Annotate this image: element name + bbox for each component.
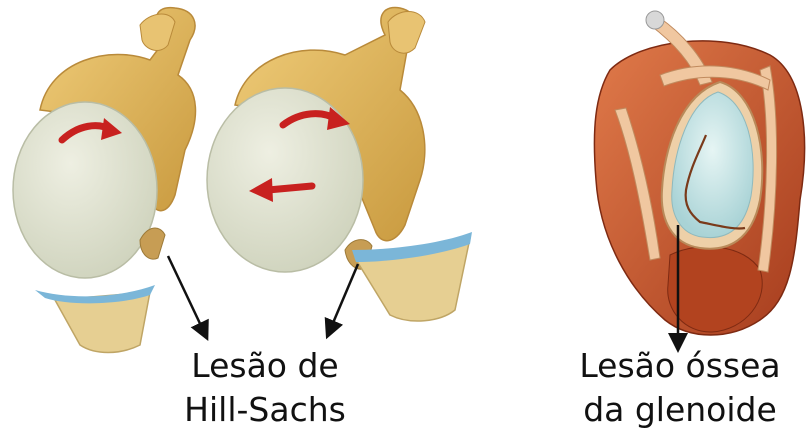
caption-glenoid-line2: da glenoide — [565, 388, 795, 432]
caption-hill-sachs: Lesão de Hill-Sachs — [165, 344, 365, 432]
coracoid-middle — [388, 12, 425, 54]
shoulder-left — [13, 8, 195, 353]
shoulder-middle — [207, 7, 472, 321]
caption-glenoid-line1: Lesão óssea — [565, 344, 795, 388]
caption-hill-sachs-line1: Lesão de — [165, 344, 365, 388]
pointer-arrow-hill-sachs-right — [330, 264, 358, 330]
caption-glenoid: Lesão óssea da glenoide — [565, 344, 795, 432]
glenoid-view — [594, 11, 804, 335]
translation-arrow-middle — [268, 186, 312, 190]
pointer-arrow-hill-sachs-left — [168, 256, 204, 332]
tendon-stump — [646, 11, 664, 29]
caption-hill-sachs-line2: Hill-Sachs — [165, 388, 365, 432]
